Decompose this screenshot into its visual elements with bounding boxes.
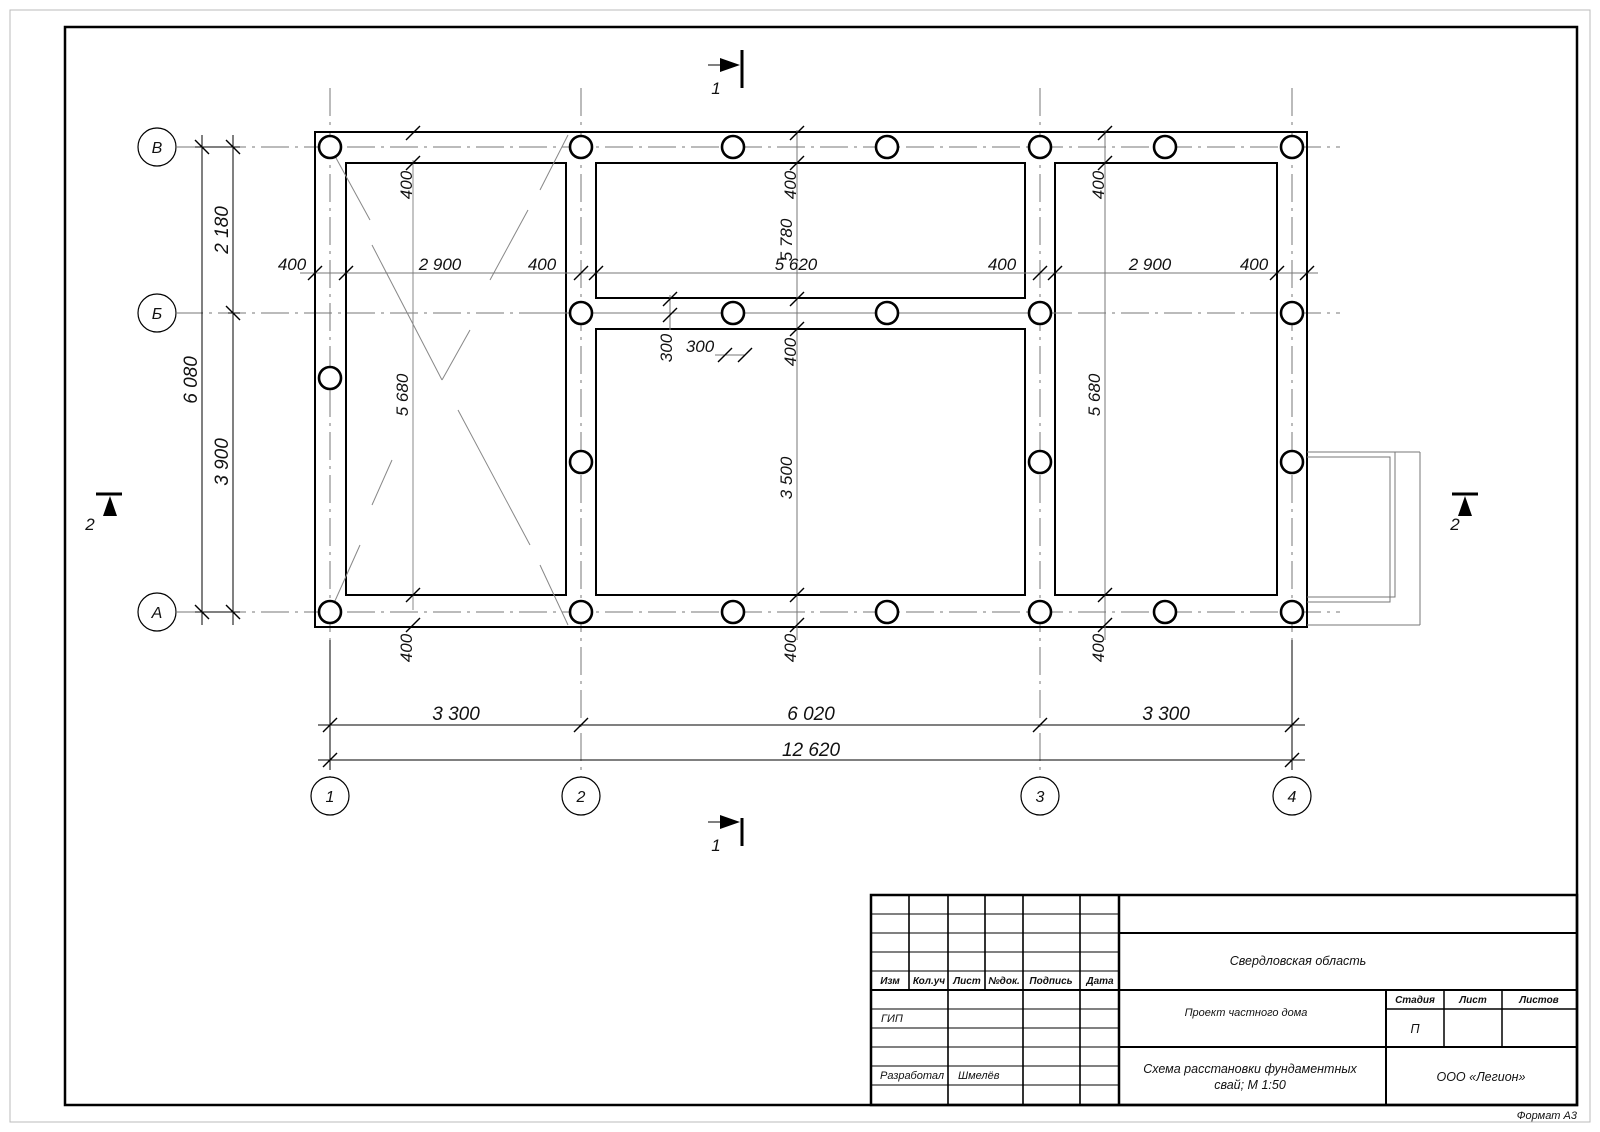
tb-company: ООО «Легион»: [1436, 1070, 1525, 1084]
dim-left-1: 3 900: [212, 438, 233, 486]
dim-top-0: 400: [278, 255, 307, 274]
dim-top-center: 5 780: [777, 218, 796, 261]
dim-wall-4: 400: [781, 337, 800, 366]
tb-header-ndok: №док.: [988, 976, 1020, 987]
dim-left-room: 5 680: [393, 373, 412, 416]
cell-right: [1054, 162, 1278, 596]
tb-developed-name: Шмелёв: [958, 1070, 1000, 1082]
pile: [874, 599, 900, 625]
tb-header-podpis: Подпись: [1029, 976, 1072, 987]
pile: [568, 300, 594, 326]
tb-developed-label: Разработал: [880, 1070, 944, 1082]
pile: [1027, 134, 1053, 160]
tb-gip: ГИП: [881, 1013, 903, 1025]
axis-label-4: 4: [1288, 789, 1297, 806]
cell-top-center: [595, 162, 1026, 299]
drawing-frame: [63, 25, 1579, 1107]
dim-wall-1: 400: [397, 170, 416, 199]
pile: [317, 365, 343, 391]
pile: [1279, 134, 1305, 160]
pile: [874, 300, 900, 326]
axis-label-3: 3: [1036, 789, 1045, 806]
pile: [1027, 300, 1053, 326]
format-label: Формат А3: [1517, 1110, 1578, 1122]
axis-label-b: Б: [152, 306, 162, 323]
pile: [874, 134, 900, 160]
section-2-right-label: 2: [1449, 515, 1460, 534]
pile: [1027, 449, 1053, 475]
tb-project: Проект частного дома: [1185, 1007, 1308, 1019]
dim-small-horizontal: 300: [686, 337, 715, 356]
dim-top-2: 400: [528, 255, 557, 274]
section-1-bottom-label: 1: [711, 836, 720, 855]
dim-wall-5: 400: [397, 633, 416, 662]
cell-center: [595, 328, 1026, 596]
left-cell-hatch: [329, 134, 569, 626]
tb-header-data: Дата: [1085, 976, 1114, 987]
pile: [720, 134, 746, 160]
pile: [1152, 599, 1178, 625]
dim-top-3: 5 620: [775, 255, 818, 274]
pile: [1279, 599, 1305, 625]
foundation-plan: [314, 131, 1308, 628]
tb-sheet-title-2: свай; М 1:50: [1214, 1078, 1286, 1092]
tb-region: Свердловская область: [1230, 954, 1367, 968]
axis-label-v: В: [152, 140, 163, 157]
tb-sheet-label: Лист: [1458, 995, 1487, 1006]
dim-bottom-2: 3 300: [1142, 704, 1190, 725]
dim-small-vertical: 300: [657, 333, 676, 362]
dim-wall-6: 400: [781, 633, 800, 662]
title-block: [869, 893, 1579, 1107]
pile: [317, 599, 343, 625]
pile: [1279, 300, 1305, 326]
pile: [1152, 134, 1178, 160]
dim-center: 3 500: [777, 456, 796, 499]
axis-label-1: 1: [326, 789, 335, 806]
dim-wall-3: 400: [1089, 170, 1108, 199]
pile: [720, 300, 746, 326]
tb-header-list: Лист: [952, 976, 981, 987]
dim-wall-2: 400: [781, 170, 800, 199]
dim-bottom-1: 6 020: [787, 704, 835, 725]
tb-sheets-label: Листов: [1518, 995, 1558, 1006]
pile: [317, 134, 343, 160]
dim-right-room: 5 680: [1085, 373, 1104, 416]
tb-header-kolvo: Кол.уч: [913, 976, 945, 987]
section-1-top-label: 1: [711, 79, 720, 98]
axis-label-a: А: [151, 605, 163, 622]
cell-left: [345, 162, 567, 596]
piles: [317, 134, 1305, 625]
dim-top-4: 400: [988, 255, 1017, 274]
tb-sheet-title-1: Схема расстановки фундаментных: [1143, 1062, 1357, 1076]
pile: [568, 134, 594, 160]
pile: [720, 599, 746, 625]
dim-top-5: 2 900: [1128, 255, 1172, 274]
dim-left-0: 2 180: [212, 206, 233, 255]
tb-stage-label: Стадия: [1395, 995, 1435, 1006]
tb-header-izm: Изм: [880, 976, 900, 987]
dim-wall-7: 400: [1089, 633, 1108, 662]
pile: [568, 449, 594, 475]
dim-left-2: 6 080: [181, 356, 202, 404]
pile: [568, 599, 594, 625]
dim-top-6: 400: [1240, 255, 1269, 274]
section-2-left-label: 2: [84, 515, 95, 534]
dim-bottom-0: 3 300: [432, 704, 480, 725]
pile: [1279, 449, 1305, 475]
axis-label-2: 2: [576, 789, 586, 806]
dim-total: 12 620: [782, 740, 841, 761]
tb-stage-value: П: [1410, 1022, 1420, 1036]
pile: [1027, 599, 1053, 625]
dim-top-1: 2 900: [418, 255, 462, 274]
